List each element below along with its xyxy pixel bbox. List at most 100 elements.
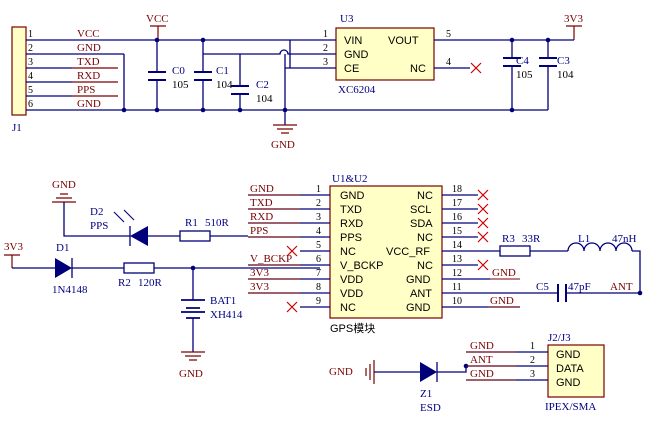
r1-value: 510R: [205, 217, 230, 229]
j1-pin-5: 5: [28, 85, 33, 96]
j2-pin-name-data: DATA: [556, 363, 584, 375]
u1-pin-name-nc: NC: [340, 246, 356, 258]
j1-pin-3: 3: [28, 57, 33, 68]
j2-net-gnd-3: GND: [470, 368, 494, 380]
c2-plates: [231, 85, 249, 95]
u1-part: GPS模块: [330, 322, 375, 335]
junction: [282, 107, 288, 113]
j2-part: IPEX/SMA: [545, 401, 596, 413]
u1-body: [329, 185, 443, 319]
u1-pin-18: 18: [452, 184, 462, 195]
gnd-label-bat: GND: [179, 368, 203, 380]
j1-net-gnd-2: GND: [77, 98, 101, 110]
u1-pin-11: 11: [452, 282, 462, 293]
input-rail: VCC C0 105 C1 104 C2 104 GND: [121, 13, 320, 151]
c5-plates: [557, 284, 567, 302]
u1-pin-name-ant: ANT: [410, 288, 432, 300]
led-ref: D2: [90, 206, 103, 218]
j1-pin-6: 6: [28, 99, 33, 110]
connector-j2-j3: J2/J3 IPEX/SMA GND ANT GND 1 2 3 GND DAT…: [466, 332, 605, 413]
nc-mark-u1-16: [477, 217, 489, 229]
led-value: PPS: [90, 220, 108, 232]
c5-value: 47pF: [568, 281, 591, 293]
r2-value: 120R: [138, 277, 163, 289]
u3-ref: U3: [340, 13, 354, 25]
battery-symbol: [181, 299, 205, 319]
gnd-label-u3: GND: [271, 139, 295, 151]
junction: [154, 37, 160, 43]
c0-ref: C0: [172, 65, 185, 77]
u1-pin-name-vccrf: VCC_RF: [386, 246, 430, 258]
j1-net-gnd-1: GND: [77, 42, 101, 54]
c1-plates: [194, 71, 212, 81]
u1-left-net-lines: [248, 194, 300, 294]
r1-body: [179, 230, 211, 242]
j2-net-ant: ANT: [470, 354, 493, 366]
r2-body: [123, 262, 155, 274]
u1-pin-name-gnd-10: GND: [406, 302, 431, 314]
z1-ref: Z1: [420, 388, 432, 400]
u1-pin-9: 9: [316, 296, 321, 307]
diode-d1-symbol: [55, 258, 72, 278]
u1-pin-name-gnd: GND: [340, 190, 365, 202]
u3-right-pins: [434, 39, 548, 69]
j2-pin-3: 3: [530, 369, 535, 380]
gnd-symbol-esd: [365, 360, 375, 384]
j1-body: [11, 26, 27, 116]
u1-pin-14: 14: [452, 240, 462, 251]
nc-mark-u1-9: [286, 301, 298, 313]
junction: [121, 107, 127, 113]
d1-value: 1N4148: [52, 284, 88, 296]
u1-pin-name-rxd: RXD: [340, 218, 363, 230]
l1-c5-wire: [566, 250, 641, 294]
gnd-symbol-bat: [181, 351, 205, 361]
u1-pin-4: 4: [316, 226, 321, 237]
u3-pin-3: 3: [323, 57, 328, 68]
backup-power: GND D2 PPS R1 510R 3V3 D1 1N4148 R2 120R: [4, 179, 320, 380]
esd-right-wire: [437, 366, 467, 373]
u3-pin-gnd: GND: [344, 49, 369, 61]
gnd-symbol-led: [52, 193, 76, 203]
gps-module-u1: U1&U2 GPS模块 GND TXD RXD PPS V_BCKP 3V3 3…: [248, 173, 550, 335]
u1-pin-2: 2: [316, 198, 321, 209]
nc-mark-u3: [470, 62, 482, 74]
j1-ref: J1: [12, 122, 22, 134]
u3-part: XC6204: [338, 84, 376, 96]
u1-net-3v3-a: 3V3: [250, 267, 269, 279]
c4-ref: C4: [516, 55, 529, 67]
u1-net-pps: PPS: [250, 225, 268, 237]
led-d2-symbol: [130, 226, 148, 246]
j2-pin-name-gnd-1: GND: [556, 349, 581, 361]
u3-left-pins: [320, 39, 336, 69]
u1-net-txd: TXD: [250, 197, 273, 209]
nc-mark-u1-5: [286, 245, 298, 257]
u1-pin-3: 3: [316, 212, 321, 223]
u1-pin-name-nc-15: NC: [417, 232, 433, 244]
c4-value: 105: [516, 69, 533, 81]
rf-path: R3 33R L1 47nH C5 47pF ANT: [499, 233, 643, 302]
junction: [237, 107, 243, 113]
c2-ref: C2: [256, 79, 269, 91]
u1-net-gnd: GND: [250, 183, 274, 195]
ce-line-upper: [203, 49, 320, 55]
r1-ref: R1: [185, 217, 198, 229]
u1-ref: U1&U2: [332, 173, 367, 185]
u3-pin-5: 5: [446, 29, 451, 40]
u1-pin-name-vdd-b: VDD: [340, 288, 363, 300]
u1-pin-name-sda: SDA: [410, 218, 433, 230]
u1-pin-name-nc-13: NC: [417, 260, 433, 272]
u3-pin-2: 2: [323, 43, 328, 54]
u1-pin-12: 12: [452, 268, 462, 279]
u1-pin-16: 16: [452, 212, 462, 223]
c2-value: 104: [256, 93, 273, 105]
v3v3-label-top: 3V3: [564, 13, 583, 25]
gnd-label-esd: GND: [329, 366, 353, 378]
u1-pin-1: 1: [316, 184, 321, 195]
r3-body: [499, 245, 531, 257]
j1-wires: [26, 39, 157, 111]
u3-pin-4: 4: [446, 57, 451, 68]
c1-ref: C1: [216, 65, 229, 77]
junction: [509, 37, 515, 43]
u1-pin-name-gnd-12: GND: [406, 274, 431, 286]
c3-value: 104: [557, 69, 574, 81]
